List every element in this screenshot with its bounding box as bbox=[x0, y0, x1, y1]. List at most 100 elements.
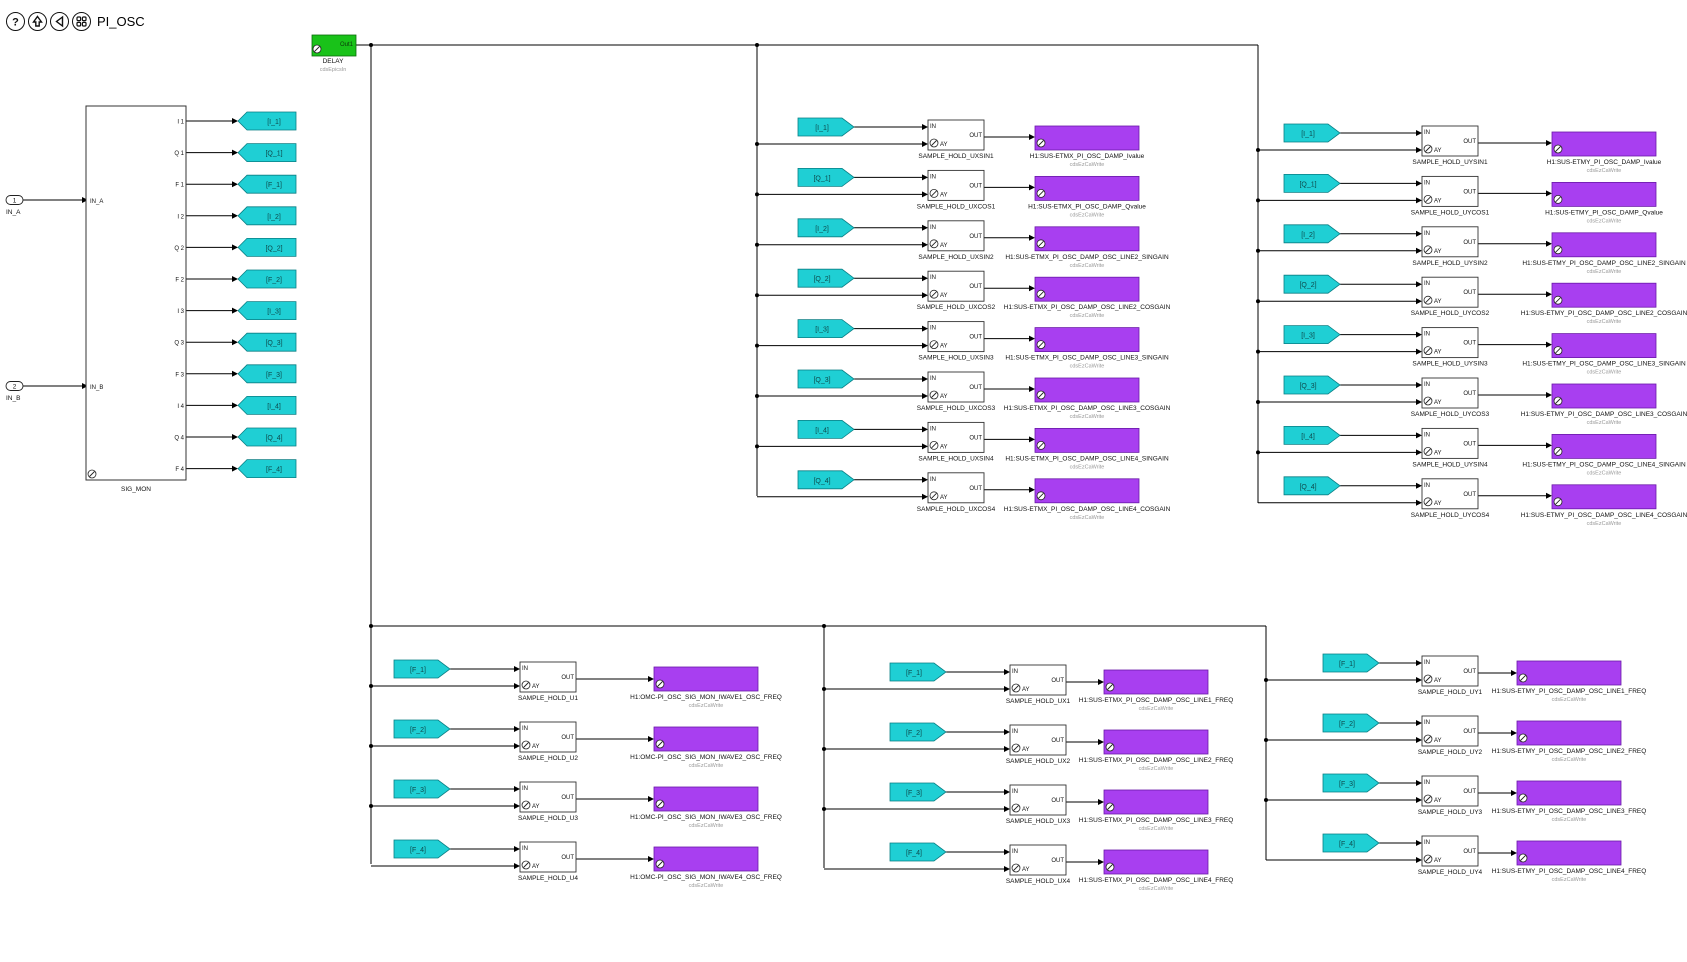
from-tag[interactable]: [Q_2] bbox=[1283, 274, 1341, 294]
goto-tag[interactable]: [I_1] bbox=[237, 111, 297, 131]
from-tag[interactable]: [I_2] bbox=[1283, 224, 1341, 244]
goto-tag[interactable]: [Q_2] bbox=[237, 238, 297, 257]
from-tag[interactable]: [I_1] bbox=[1283, 123, 1341, 143]
from-tag[interactable]: [Q_4] bbox=[797, 470, 855, 490]
epics-output-block[interactable]: H1:SUS-ETMY_PI_OSC_DAMP_OSC_LINE1_FREQcd… bbox=[1492, 660, 1647, 703]
goto-tag[interactable]: [Q_3] bbox=[237, 332, 297, 352]
epics-output-block[interactable]: H1:SUS-ETMX_PI_OSC_DAMP_OSC_LINE4_FREQcd… bbox=[1079, 849, 1234, 892]
from-tag[interactable]: [F_4] bbox=[393, 839, 451, 859]
epics-output-block[interactable]: H1:SUS-ETMY_PI_OSC_DAMP_OSC_LINE2_SINGAI… bbox=[1522, 232, 1686, 275]
epics-output-block[interactable]: H1:SUS-ETMY_PI_OSC_DAMP_OSC_LINE4_SINGAI… bbox=[1522, 433, 1686, 476]
from-tag[interactable]: [F_1] bbox=[393, 659, 451, 679]
from-tag[interactable]: [I_4] bbox=[1283, 426, 1341, 445]
epics-output-block[interactable]: H1:SUS-ETMY_PI_OSC_DAMP_OSC_LINE2_FREQcd… bbox=[1492, 720, 1647, 763]
epics-output-block[interactable]: H1:SUS-ETMX_PI_OSC_DAMP_OSC_LINE3_COSGAI… bbox=[1004, 377, 1171, 420]
from-tag[interactable]: [Q_3] bbox=[1283, 375, 1341, 395]
from-tag[interactable]: [Q_1] bbox=[1283, 174, 1341, 193]
from-tag[interactable]: [F_4] bbox=[1322, 833, 1380, 853]
up-level-icon[interactable] bbox=[28, 11, 47, 31]
from-tag[interactable]: [F_1] bbox=[889, 662, 947, 682]
from-tag[interactable]: [I_2] bbox=[797, 218, 855, 238]
back-icon[interactable] bbox=[50, 11, 69, 31]
from-tag[interactable]: [F_3] bbox=[889, 782, 947, 802]
epics-output-block[interactable]: H1:OMC-PI_OSC_SIG_MON_IWAVE2_OSC_FREQcds… bbox=[630, 726, 782, 769]
from-tag[interactable]: [Q_4] bbox=[1283, 476, 1341, 496]
from-tag[interactable]: [F_3] bbox=[393, 779, 451, 799]
goto-tag[interactable]: [F_4] bbox=[237, 459, 297, 478]
epics-output-block[interactable]: H1:SUS-ETMX_PI_OSC_DAMP_OSC_LINE2_COSGAI… bbox=[1004, 276, 1171, 319]
from-tag[interactable]: [Q_2] bbox=[797, 268, 855, 288]
epics-output-block[interactable]: H1:OMC-PI_OSC_SIG_MON_IWAVE1_OSC_FREQcds… bbox=[630, 666, 782, 709]
epics-output-block[interactable]: H1:SUS-ETMY_PI_OSC_DAMP_OSC_LINE2_COSGAI… bbox=[1521, 282, 1687, 325]
epics-output-block[interactable]: H1:OMC-PI_OSC_SIG_MON_IWAVE3_OSC_FREQcds… bbox=[630, 786, 782, 829]
from-tag[interactable]: [F_2] bbox=[1322, 713, 1380, 733]
epics-output-block[interactable]: H1:SUS-ETMY_PI_OSC_DAMP_IvaluecdsEzCaWri… bbox=[1547, 131, 1662, 174]
epics-output-block[interactable]: H1:SUS-ETMX_PI_OSC_DAMP_OSC_LINE4_SINGAI… bbox=[1005, 427, 1169, 470]
goto-tag[interactable]: [F_3] bbox=[237, 364, 297, 384]
from-tag[interactable]: [F_4] bbox=[889, 842, 947, 862]
epics-output-block[interactable]: H1:OMC-PI_OSC_SIG_MON_IWAVE4_OSC_FREQcds… bbox=[630, 846, 782, 889]
epics-output-block[interactable]: H1:SUS-ETMX_PI_OSC_DAMP_QvaluecdsEzCaWri… bbox=[1028, 175, 1146, 218]
from-tag[interactable]: [I_3] bbox=[1283, 325, 1341, 344]
from-tag[interactable]: [Q_1] bbox=[797, 168, 855, 187]
inport-in-b[interactable]: 2IN_B bbox=[5, 381, 24, 403]
epics-output-block[interactable]: H1:SUS-ETMY_PI_OSC_DAMP_OSC_LINE4_COSGAI… bbox=[1521, 484, 1687, 527]
goto-tag[interactable]: [Q_1] bbox=[237, 143, 297, 162]
from-tag[interactable]: [F_2] bbox=[889, 722, 947, 742]
epics-output-block[interactable]: H1:SUS-ETMX_PI_OSC_DAMP_OSC_LINE3_SINGAI… bbox=[1005, 327, 1169, 370]
epics-output-block[interactable]: H1:SUS-ETMY_PI_OSC_DAMP_OSC_LINE3_SINGAI… bbox=[1522, 333, 1686, 376]
inport-in-a[interactable]: 1IN_A bbox=[5, 195, 24, 217]
epics-output-block[interactable]: H1:SUS-ETMX_PI_OSC_DAMP_OSC_LINE2_FREQcd… bbox=[1079, 729, 1234, 772]
epics-output-block[interactable]: H1:SUS-ETMX_PI_OSC_DAMP_IvaluecdsEzCaWri… bbox=[1030, 125, 1145, 168]
epics-output-block[interactable]: H1:SUS-ETMY_PI_OSC_DAMP_OSC_LINE3_COSGAI… bbox=[1521, 383, 1687, 426]
epics-output-block[interactable]: H1:SUS-ETMX_PI_OSC_DAMP_OSC_LINE4_COSGAI… bbox=[1004, 478, 1171, 521]
goto-tag[interactable]: [I_2] bbox=[237, 206, 297, 226]
epics-output-block[interactable]: H1:SUS-ETMY_PI_OSC_DAMP_OSC_LINE4_FREQcd… bbox=[1492, 840, 1647, 883]
from-tag[interactable]: [I_1] bbox=[797, 117, 855, 137]
help-icon[interactable]: ? bbox=[6, 11, 25, 31]
goto-tag[interactable]: [I_4] bbox=[237, 396, 297, 415]
goto-tag[interactable]: [F_1] bbox=[237, 174, 297, 194]
goto-tag[interactable]: [F_2] bbox=[237, 269, 297, 289]
epics-output-block[interactable]: H1:SUS-ETMY_PI_OSC_DAMP_QvaluecdsEzCaWri… bbox=[1545, 181, 1663, 224]
from-tag[interactable]: [I_4] bbox=[797, 420, 855, 439]
epics-output-block[interactable]: H1:SUS-ETMX_PI_OSC_DAMP_OSC_LINE3_FREQcd… bbox=[1079, 789, 1234, 832]
library-grid-icon[interactable] bbox=[72, 11, 91, 31]
goto-tag[interactable]: [Q_4] bbox=[237, 427, 297, 447]
epics-output-block[interactable]: H1:SUS-ETMX_PI_OSC_DAMP_OSC_LINE1_FREQcd… bbox=[1079, 669, 1234, 712]
from-tag[interactable]: [F_2] bbox=[393, 719, 451, 739]
from-tag[interactable]: [F_3] bbox=[1322, 773, 1380, 793]
from-tag[interactable]: [F_1] bbox=[1322, 653, 1380, 673]
epics-output-block[interactable]: H1:SUS-ETMX_PI_OSC_DAMP_OSC_LINE2_SINGAI… bbox=[1005, 226, 1169, 269]
